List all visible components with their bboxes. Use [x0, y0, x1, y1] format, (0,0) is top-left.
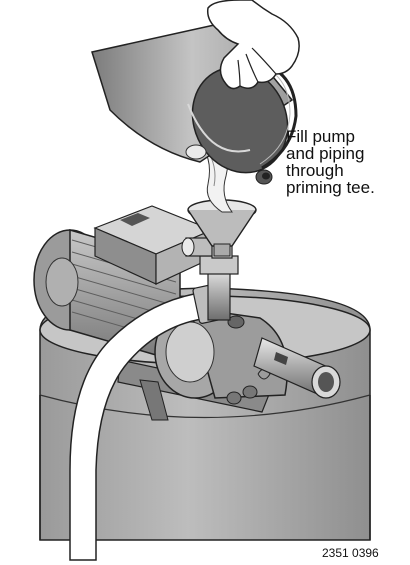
figure-number: 2351 0396 — [322, 546, 379, 560]
instruction-caption: Fill pump and piping through priming tee… — [286, 128, 410, 196]
funnel-icon — [187, 199, 257, 257]
suction-pipe-icon — [253, 337, 341, 399]
caption-line-4: priming tee. — [286, 178, 375, 197]
caption-line-1: Fill pump — [286, 127, 355, 146]
caption-line-2: and piping — [286, 144, 365, 163]
pipe-plug-icon — [255, 169, 273, 185]
caption-line-3: through — [286, 161, 344, 180]
hand-icon — [206, 0, 300, 90]
